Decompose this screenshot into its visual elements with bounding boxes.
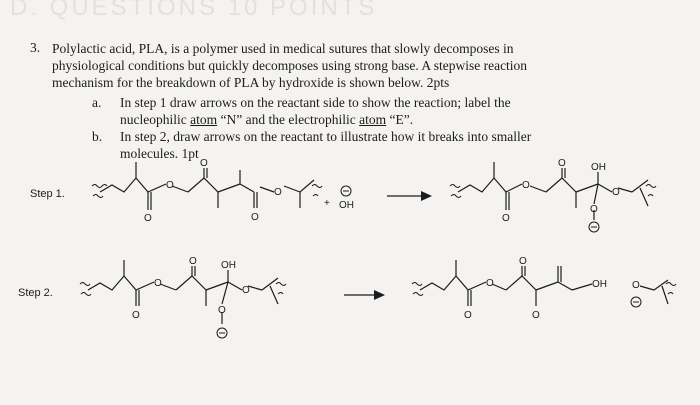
oxygen-label: O bbox=[502, 213, 510, 224]
part-b-line2: molecules. 1pt bbox=[120, 146, 199, 161]
part-a-line2: nucleophilic atom “N” and the electrophi… bbox=[120, 112, 414, 127]
hydroxyl-label: OH bbox=[592, 279, 607, 290]
oxygen-label: O bbox=[464, 310, 472, 321]
reaction-arrow-icon bbox=[387, 191, 432, 201]
question-line: mechanism for the breakdown of PLA by hy… bbox=[52, 75, 450, 90]
hydroxyl-label: OH bbox=[591, 162, 606, 173]
oxygen-label: O bbox=[251, 212, 259, 223]
negative-charge-icon bbox=[630, 296, 642, 308]
oxygen-label: O bbox=[558, 158, 566, 169]
oxygen-label: O bbox=[166, 180, 174, 191]
step1-product-intermediate: O O O OH O O bbox=[449, 158, 657, 224]
oxygen-label: O bbox=[242, 285, 250, 296]
part-b-label: b. bbox=[92, 129, 103, 144]
reaction-arrow-icon bbox=[344, 290, 385, 300]
oxygen-label: O bbox=[200, 158, 208, 169]
question-text: Polylactic acid, PLA, is a polymer used … bbox=[52, 40, 662, 91]
oxygen-label: O bbox=[632, 280, 640, 291]
negative-charge-icon bbox=[588, 221, 600, 233]
question-line: Polylactic acid, PLA, is a polymer used … bbox=[52, 41, 514, 56]
oxygen-label: O bbox=[486, 278, 494, 289]
oxygen-label: O bbox=[612, 187, 620, 198]
oxygen-label: O bbox=[274, 187, 282, 198]
oxygen-label: O bbox=[154, 278, 162, 289]
plus-sign: + bbox=[324, 198, 330, 209]
oxygen-label: O bbox=[590, 204, 598, 215]
hydroxyl-label: OH bbox=[221, 260, 236, 271]
step2-product-alkoxide: O bbox=[632, 279, 677, 305]
negative-charge-icon bbox=[216, 327, 228, 339]
step1-label: Step 1. bbox=[30, 188, 65, 200]
negative-charge-icon bbox=[340, 185, 352, 197]
oxygen-label: O bbox=[532, 310, 540, 321]
hydroxide-label: OH bbox=[339, 200, 354, 211]
oxygen-label: O bbox=[132, 310, 140, 321]
part-a-label: a. bbox=[92, 95, 102, 110]
part-b-line1: In step 2, draw arrows on the reactant t… bbox=[120, 129, 532, 144]
oxygen-label: O bbox=[519, 256, 527, 267]
step2-product-acid: O O O O OH bbox=[411, 256, 607, 321]
step1-reactant-pla: O O O O O bbox=[91, 158, 323, 224]
part-a-line1: In step 1 draw arrows on the reactant si… bbox=[120, 95, 511, 110]
header-watermark: D. QUESTIONS 10 POINTS bbox=[10, 0, 378, 21]
step2-label: Step 2. bbox=[18, 287, 53, 299]
oxygen-label: O bbox=[522, 180, 530, 191]
oxygen-label: O bbox=[189, 256, 197, 267]
step2-reactant-intermediate: O O O OH O O bbox=[79, 256, 287, 324]
question-line: physiological conditions but quickly dec… bbox=[52, 58, 528, 73]
oxygen-label: O bbox=[144, 213, 152, 224]
oxygen-label: O bbox=[218, 305, 226, 316]
question-number: 3. bbox=[30, 40, 41, 55]
